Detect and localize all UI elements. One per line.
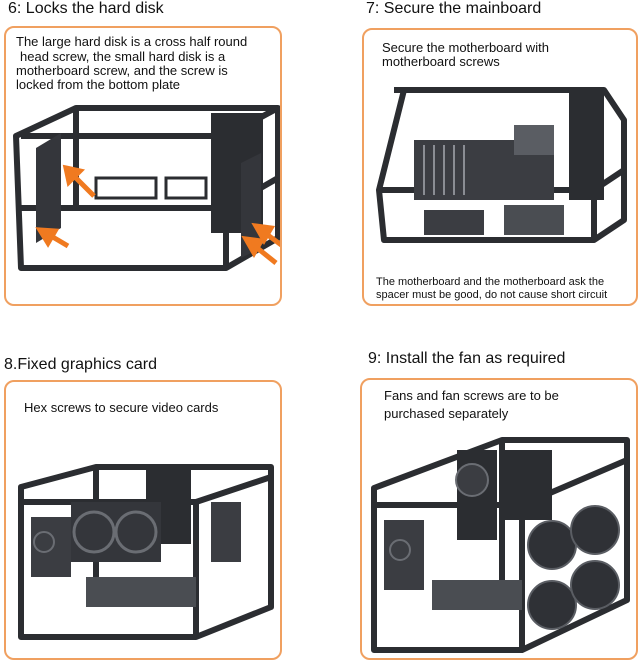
mainboard-chassis-image xyxy=(376,87,627,243)
step-7-caption-line-1: Secure the motherboard with xyxy=(382,40,549,55)
hard-disk-chassis-image xyxy=(13,105,280,271)
step-7-caption-line-2: motherboard screws xyxy=(382,54,500,69)
step-9-caption-line-2: purchased separately xyxy=(384,406,509,421)
step-9-panel: Fans and fan screws are to be purchased … xyxy=(360,378,638,660)
step-9-caption-line-1: Fans and fan screws are to be xyxy=(384,388,559,403)
step-6-caption-line-1: The large hard disk is a cross half roun… xyxy=(16,34,248,49)
step-9-title: 9: Install the fan as required xyxy=(368,350,566,367)
step-6-caption-line-3: motherboard screw, and the screw is xyxy=(16,63,228,78)
fan-chassis-image xyxy=(371,437,630,653)
step-8-title: 8.Fixed graphics card xyxy=(4,356,157,373)
step-8-panel: Hex screws to secure video cards xyxy=(4,380,282,660)
step-7-note-line-1: The motherboard and the motherboard ask … xyxy=(376,276,605,288)
step-7-title: 7: Secure the mainboard xyxy=(366,0,542,17)
step-6-panel: The large hard disk is a cross half roun… xyxy=(4,26,282,306)
step-7-panel: Secure the motherboard with motherboard … xyxy=(362,28,638,306)
step-6-caption-line-2: head screw, the small hard disk is a xyxy=(20,49,226,64)
step-8-caption-line-1: Hex screws to secure video cards xyxy=(24,400,219,415)
graphics-card-chassis-image xyxy=(18,464,274,640)
step-6-caption-line-4: locked from the bottom plate xyxy=(16,77,181,92)
step-7-note-line-2: spacer must be good, do not cause short … xyxy=(376,289,608,301)
step-6-title: 6: Locks the hard disk xyxy=(8,0,164,17)
